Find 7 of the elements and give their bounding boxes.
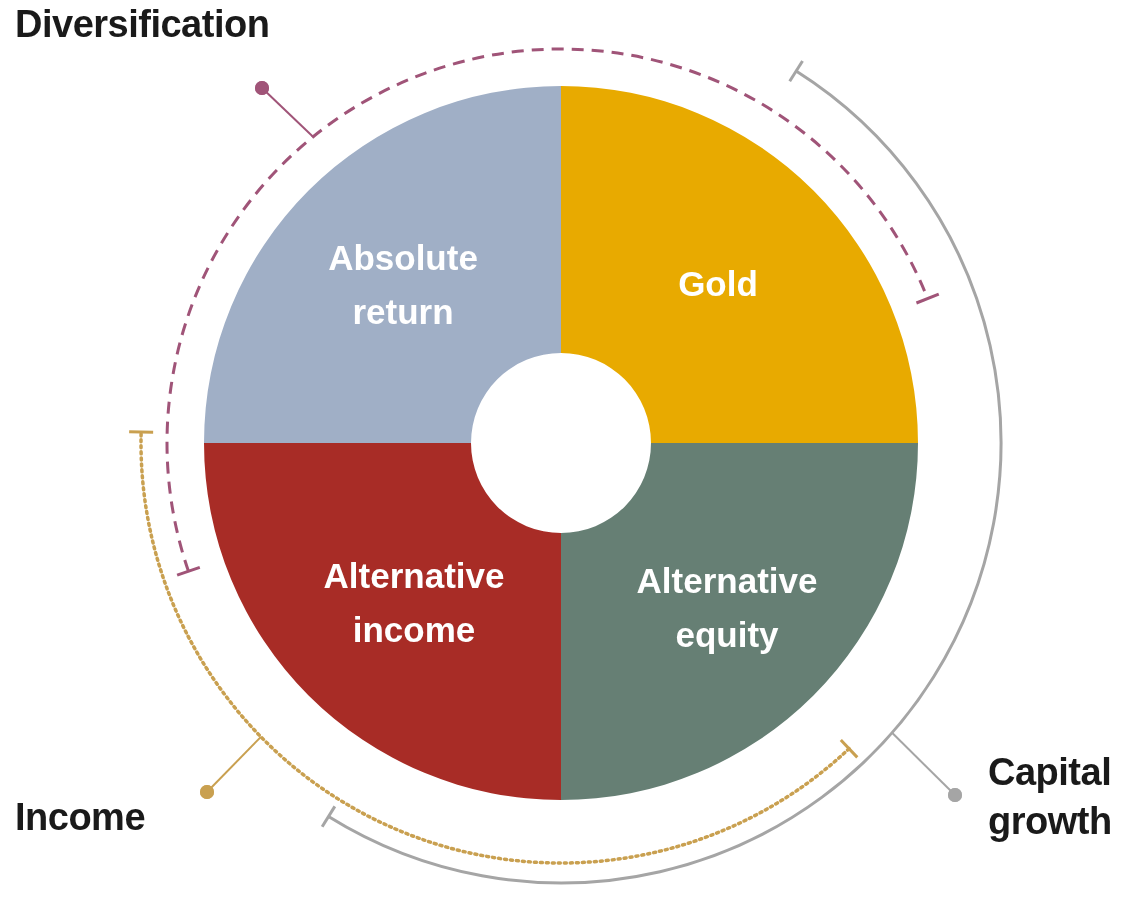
category-label-text: Diversification	[15, 3, 270, 45]
segment-label: Gold	[677, 262, 759, 305]
category-label-text: Capital growth	[988, 751, 1112, 843]
segment-label: Alternative income	[322, 554, 506, 651]
segment-label: Absolute return	[327, 236, 479, 333]
category-label-text: Income	[15, 796, 146, 838]
segment-label: Alternative equity	[635, 559, 819, 656]
